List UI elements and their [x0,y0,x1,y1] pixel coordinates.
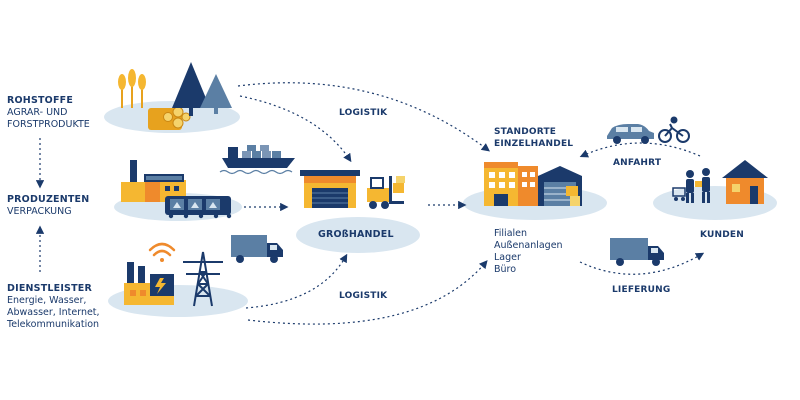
produzenten-line-1: VERPACKUNG [7,206,72,217]
grosshandel-label: GROßHANDEL [318,229,394,240]
dienstleister-line-3: Telekommunikation [7,319,100,330]
grosshandel-ground [296,217,420,253]
einzelhandel-items: Filialen Außenanlagen Lager Büro [494,228,563,276]
item-aussenanlagen: Außenanlagen [494,240,563,251]
retail-buildings-icon [484,162,582,206]
rohstoffe-title: ROHSTOFFE [7,95,74,106]
warehouse-icon [300,170,360,208]
dienstleister-line-1: Energie, Wasser, [7,295,87,306]
arrow-rohstoffe-einzelhandel [237,82,491,152]
logistik-bottom-label: LOGISTIK [339,291,388,301]
produzenten-title: PRODUZENTEN [7,194,90,205]
arrow-rohstoffe-grosshandel [239,95,352,163]
produzenten-label: PRODUZENTEN VERPACKUNG [7,194,89,218]
anfahrt-label: ANFAHRT [613,158,662,168]
wifi-icon [148,242,176,262]
bicycle-icon [658,116,690,143]
dienstleister-label: DIENSTLEISTER Energie, Wasser, Abwasser,… [7,283,100,331]
einzelhandel-line-1: STANDORTE [494,127,557,137]
trees-icon [172,62,232,116]
power-plant-icon [124,262,174,305]
dienstleister-line-2: Abwasser, Internet, [7,307,100,318]
rohstoffe-line-2: FORSTPRODUKTE [7,119,90,130]
conveyor-belt-icon [165,196,232,219]
logs-icon [148,106,191,130]
customers-icon [672,168,710,203]
arrow-kunden-einzelhandel [579,142,701,158]
power-pylon-icon [183,251,223,307]
house-icon [722,160,768,204]
factory-icon [121,160,186,202]
rohstoffe-line-1: AGRAR- UND [7,107,68,118]
kunden-label: KUNDEN [700,230,745,240]
arrow-dienstleister-einzelhandel [247,260,488,325]
wheat-icon [118,69,146,108]
truck-icon [231,235,283,263]
item-lager: Lager [494,252,521,263]
rohstoffe-label: ROHSTOFFE AGRAR- UND FORSTPRODUKTE [7,95,90,131]
car-icon [607,124,654,144]
einzelhandel-label: STANDORTE EINZELHANDEL [494,126,573,150]
logistik-top-label: LOGISTIK [339,108,388,118]
lieferung-label: LIEFERUNG [612,285,671,295]
delivery-truck-icon [610,238,664,266]
arrow-dienstleister-grosshandel [245,253,348,309]
dienstleister-title: DIENSTLEISTER [7,283,92,294]
item-filialen: Filialen [494,228,528,239]
einzelhandel-line-2: EINZELHANDEL [494,139,574,149]
flow-arrows [35,82,705,325]
item-buero: Büro [494,264,517,275]
ship-icon [219,145,295,175]
forklift-icon [367,176,405,209]
